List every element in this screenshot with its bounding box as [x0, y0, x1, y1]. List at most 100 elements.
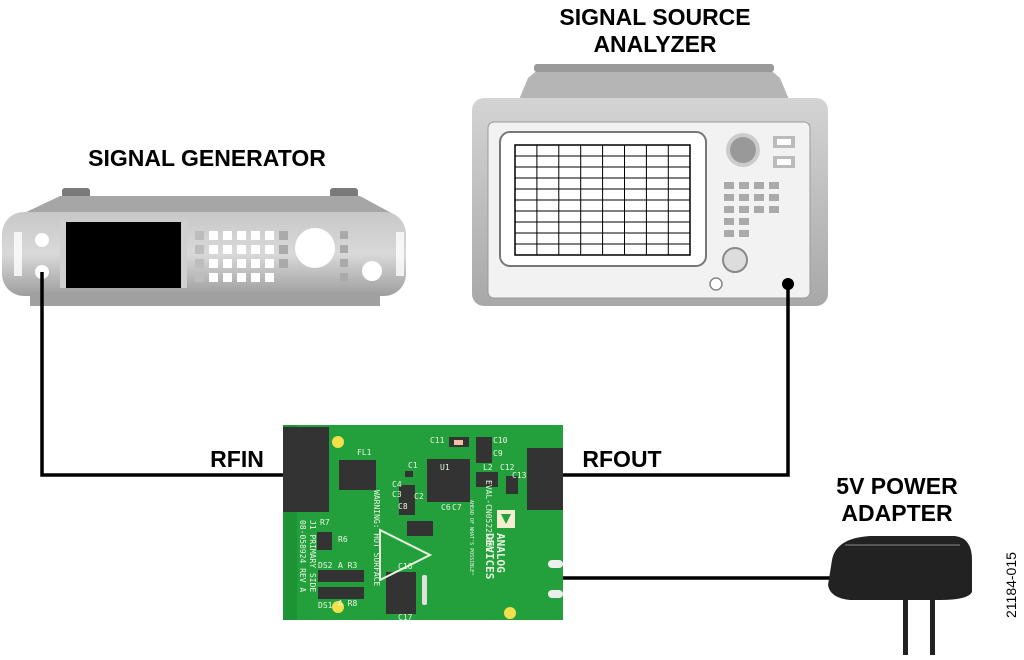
pcb-ref-label: L2: [483, 463, 493, 472]
generator-keypad: [195, 231, 348, 282]
pcb-ref-label: R6: [338, 535, 348, 544]
pcb-ref-label: A R8: [338, 599, 357, 608]
pcb-ref-label: C12: [500, 463, 515, 472]
generator-key: [279, 231, 288, 240]
generator-key: [209, 245, 218, 254]
generator-key: [340, 231, 348, 239]
generator-key: [195, 245, 204, 254]
pcb-ref-label: C13: [512, 471, 527, 480]
generator-knob: [295, 228, 335, 268]
generator-key: [237, 273, 246, 282]
generator-key: [237, 231, 246, 240]
generator-button: [35, 233, 49, 247]
pcb-ref-label: C9: [493, 449, 503, 458]
generator-key: [265, 231, 274, 240]
pcb-ref-label: C17: [398, 613, 413, 622]
generator-key: [251, 259, 260, 268]
eval-board: ANALOG DEVICES EVAL-CN0522-EBZ AHEAD OF …: [283, 425, 563, 622]
analyzer-key: [754, 194, 764, 201]
rfin-connector: [283, 427, 329, 512]
generator-key: [223, 259, 232, 268]
analyzer-key: [769, 194, 779, 201]
analyzer-key: [724, 206, 734, 213]
generator-key: [195, 273, 204, 282]
generator-button: [362, 261, 382, 281]
pcb-ref-label: C10: [493, 436, 508, 445]
generator-key: [209, 259, 218, 268]
analyzer-key: [739, 230, 749, 237]
generator-key: [237, 245, 246, 254]
pcb-ref-label: DS2: [318, 561, 333, 570]
analyzer-label-line1: SIGNAL SOURCE: [559, 4, 750, 30]
adapter-label-line2: ADAPTER: [841, 500, 953, 526]
analyzer-key: [739, 206, 749, 213]
analyzer-key: [724, 194, 734, 201]
pcb-brand-line2: DEVICES: [483, 533, 496, 579]
generator-key: [340, 259, 348, 267]
generator-key: [340, 273, 348, 281]
analyzer-key: [769, 182, 779, 189]
pcb-side: J1 PRIMARY SIDE: [308, 520, 317, 592]
rfout-label: RFOUT: [582, 446, 661, 472]
generator-key: [279, 245, 288, 254]
analyzer-key: [739, 218, 749, 225]
pcb-brand-line1: ANALOG: [494, 533, 507, 573]
generator-key: [251, 245, 260, 254]
pcb-ref-label: DS1: [318, 601, 333, 610]
analyzer-label-line2: ANALYZER: [593, 31, 716, 57]
pcb-ref-label: C2: [414, 492, 424, 501]
pcb-rev: 08-058924 REV A: [298, 520, 307, 592]
generator-key: [209, 273, 218, 282]
pcb-board-name: EVAL-CN0522-EBZ: [484, 480, 493, 552]
power-adapter: [828, 536, 972, 655]
figure-number: 21184-015: [1003, 552, 1019, 618]
generator-key: [251, 231, 260, 240]
pcb-ref-label: R7: [320, 518, 330, 527]
signal-generator: [2, 188, 406, 306]
generator-key: [279, 259, 288, 268]
pcb-ref-label: C4: [392, 480, 402, 489]
rfin-cable: [40, 272, 292, 477]
generator-key: [223, 245, 232, 254]
pcb-ref-label: C1: [408, 461, 418, 470]
pcb-tagline: AHEAD OF WHAT'S POSSIBLE™: [468, 500, 474, 575]
analyzer-keypad: [724, 182, 779, 237]
rfout-connector: [527, 448, 563, 510]
analyzer-key: [724, 182, 734, 189]
pcb-ref-label: C3: [392, 490, 402, 499]
generator-screen: [66, 222, 181, 288]
adapter-label-line1: 5V POWER: [836, 473, 958, 499]
generator-key: [223, 273, 232, 282]
generator-key: [265, 245, 274, 254]
generator-key: [265, 259, 274, 268]
pcb-warning: WARNING: HOT SURFACE: [372, 490, 381, 587]
generator-key: [340, 245, 348, 253]
analyzer-key: [739, 194, 749, 201]
signal-source-analyzer: [472, 64, 828, 306]
generator-label: SIGNAL GENERATOR: [88, 145, 326, 171]
generator-key: [251, 273, 260, 282]
analyzer-key: [724, 230, 734, 237]
generator-key: [237, 259, 246, 268]
hot-surface-warning-icon: [379, 528, 433, 582]
analyzer-key: [739, 182, 749, 189]
pcb-ref-label: C11: [430, 436, 445, 445]
pcb-ref-label: U1: [440, 463, 450, 472]
generator-key: [195, 259, 204, 268]
analyzer-key: [754, 206, 764, 213]
generator-key: [265, 273, 274, 282]
generator-key: [209, 231, 218, 240]
generator-key: [195, 231, 204, 240]
pcb-ref-label: C7: [452, 503, 462, 512]
analyzer-screen-grid: [514, 144, 691, 256]
rfout-cable: [548, 284, 790, 477]
analyzer-key: [724, 218, 734, 225]
pcb-ref-label: C8: [398, 502, 408, 511]
generator-key: [223, 231, 232, 240]
analyzer-key: [769, 206, 779, 213]
pcb-ref-label: C6: [441, 503, 451, 512]
pcb-ref-label: FL1: [357, 448, 372, 457]
rfin-label: RFIN: [210, 446, 264, 472]
